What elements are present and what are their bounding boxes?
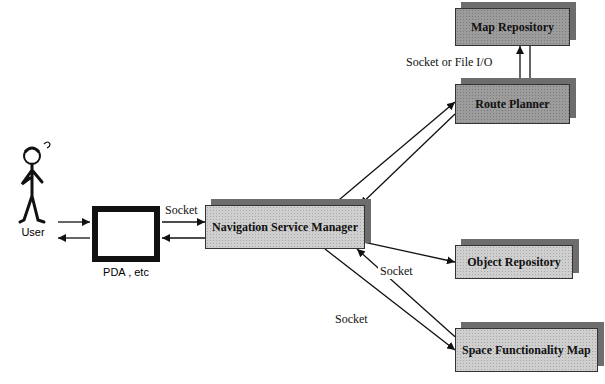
user-figure: User	[8, 140, 58, 238]
map-box: Space Functionality Map	[455, 328, 598, 372]
figure-head	[24, 148, 40, 164]
pda-device: PDA , etc	[90, 206, 162, 278]
figure-thought	[44, 142, 50, 148]
box-label: Map Repository	[471, 20, 554, 35]
box-label: Navigation Service Manager	[212, 220, 358, 235]
connector-arrow	[58, 237, 90, 238]
connector-arrow	[325, 249, 455, 350]
repository-box: Object Repository	[455, 245, 573, 279]
connector-arrow	[360, 114, 455, 205]
connection-label: Socket	[333, 312, 370, 327]
connection-label: Socket	[378, 264, 415, 279]
box-label: Space Functionality Map	[462, 343, 591, 358]
planner-box: Route Planner	[455, 84, 570, 124]
connector-arrow	[529, 46, 530, 84]
connector-arrow	[519, 46, 520, 84]
box-label: Object Repository	[467, 255, 561, 270]
node-caption: PDA , etc	[90, 266, 162, 278]
connector-arrow	[365, 242, 455, 262]
figure-body	[20, 164, 44, 222]
manager-box: Navigation Service Manager	[205, 205, 365, 249]
connection-label: Socket or File I/O	[404, 55, 494, 70]
figure-hair	[25, 148, 39, 152]
connector-arrow	[58, 221, 90, 222]
box-label: Route Planner	[475, 97, 549, 112]
connection-label: Socket	[163, 203, 200, 218]
connector-arrow	[162, 221, 205, 222]
stick-figure	[8, 140, 58, 226]
node-caption: User	[8, 226, 58, 238]
connector-arrow	[357, 249, 455, 337]
connector-arrow	[162, 237, 205, 238]
pda-screen	[92, 206, 160, 262]
connector-arrow	[333, 102, 455, 205]
repository-box: Map Repository	[455, 8, 570, 46]
